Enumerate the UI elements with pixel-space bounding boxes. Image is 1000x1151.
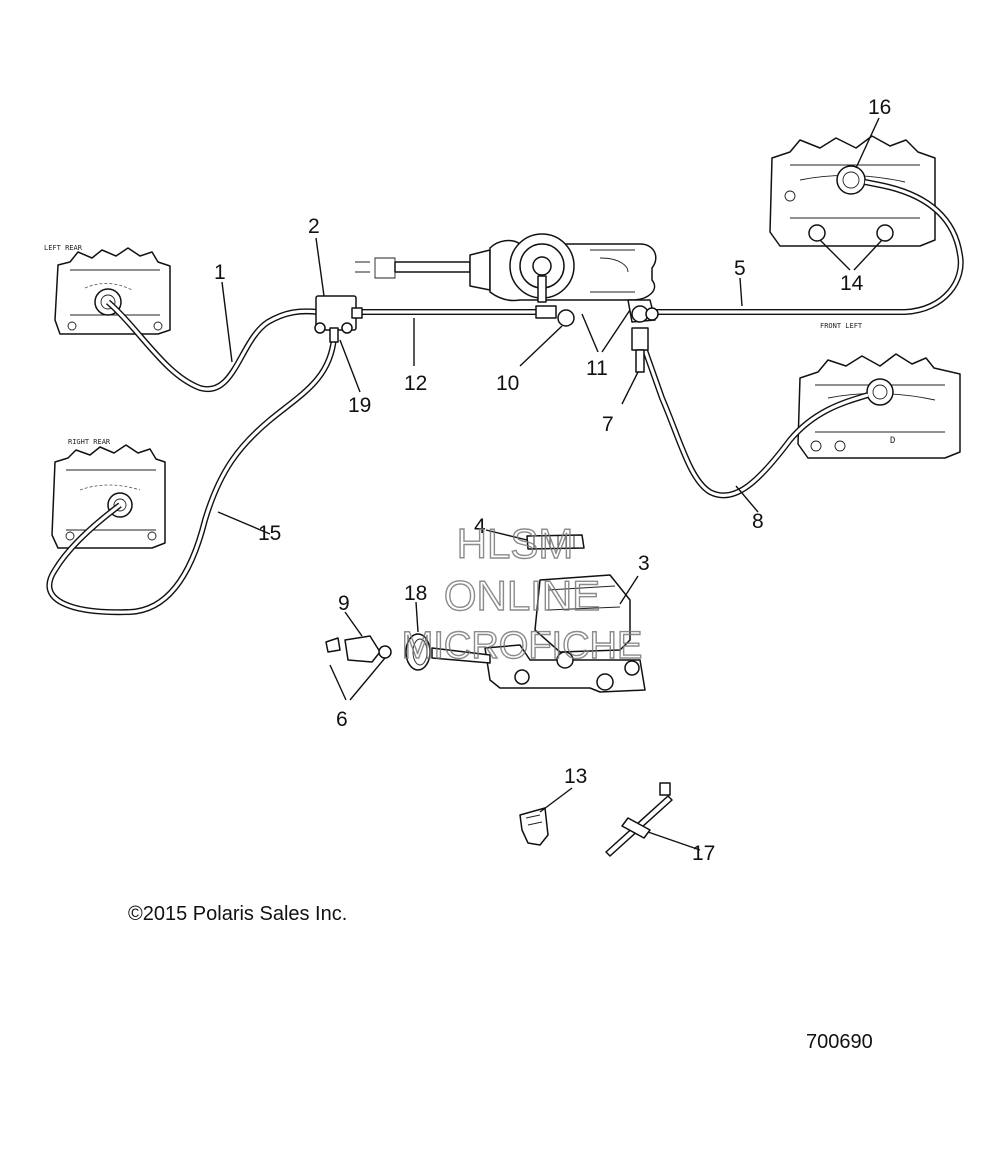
- front-upper-caliper: [769, 135, 936, 247]
- master-cylinder-assembly: [325, 534, 646, 693]
- callout-2: 2: [308, 215, 320, 238]
- drawing-number: 700690: [806, 1031, 873, 1053]
- callout-8: 8: [752, 510, 764, 533]
- callout-leaders: [217, 117, 883, 851]
- junction-block: [314, 295, 363, 343]
- callout-4: 4: [474, 515, 486, 538]
- upper-master-cylinder: [355, 233, 659, 373]
- callout-numbers: 1 2 3 4 5 6 7 8 9 10 11 12 13 14 15 16 1…: [214, 96, 891, 865]
- brake-lines: [46, 179, 964, 616]
- callout-10: 10: [496, 372, 519, 395]
- callout-12: 12: [404, 372, 427, 395]
- callout-9: 9: [338, 592, 350, 615]
- left-rear-caliper: LEFT REAR: [44, 244, 171, 335]
- callout-17: 17: [692, 842, 715, 865]
- copyright-text: ©2015 Polaris Sales Inc.: [128, 903, 347, 925]
- callout-16: 16: [868, 96, 891, 119]
- watermark-line-2: ONLINE: [444, 572, 600, 619]
- watermark-line-1: HLSM: [457, 520, 574, 567]
- callout-3: 3: [638, 552, 650, 575]
- callout-6: 6: [336, 708, 348, 731]
- clip-part: [519, 807, 549, 846]
- callout-7: 7: [602, 413, 614, 436]
- caliper-mark-label: D: [890, 436, 895, 446]
- callout-5: 5: [734, 257, 746, 280]
- callout-18: 18: [404, 582, 427, 605]
- callout-13: 13: [564, 765, 587, 788]
- front-lower-caliper: D: [797, 353, 961, 459]
- cable-tie-part: [605, 782, 673, 857]
- callout-14: 14: [840, 272, 864, 295]
- callout-15: 15: [258, 522, 281, 545]
- left-rear-label: LEFT REAR: [44, 244, 83, 252]
- right-rear-caliper: RIGHT REAR: [51, 438, 166, 549]
- watermark-line-3: MICROFICHE: [402, 625, 643, 667]
- front-left-label: FRONT LEFT: [820, 322, 863, 330]
- callout-11: 11: [586, 357, 608, 380]
- right-rear-label: RIGHT REAR: [68, 438, 111, 446]
- callout-1: 1: [214, 261, 226, 284]
- callout-19: 19: [348, 394, 371, 417]
- watermark: HLSM ONLINE MICROFICHE: [401, 519, 643, 667]
